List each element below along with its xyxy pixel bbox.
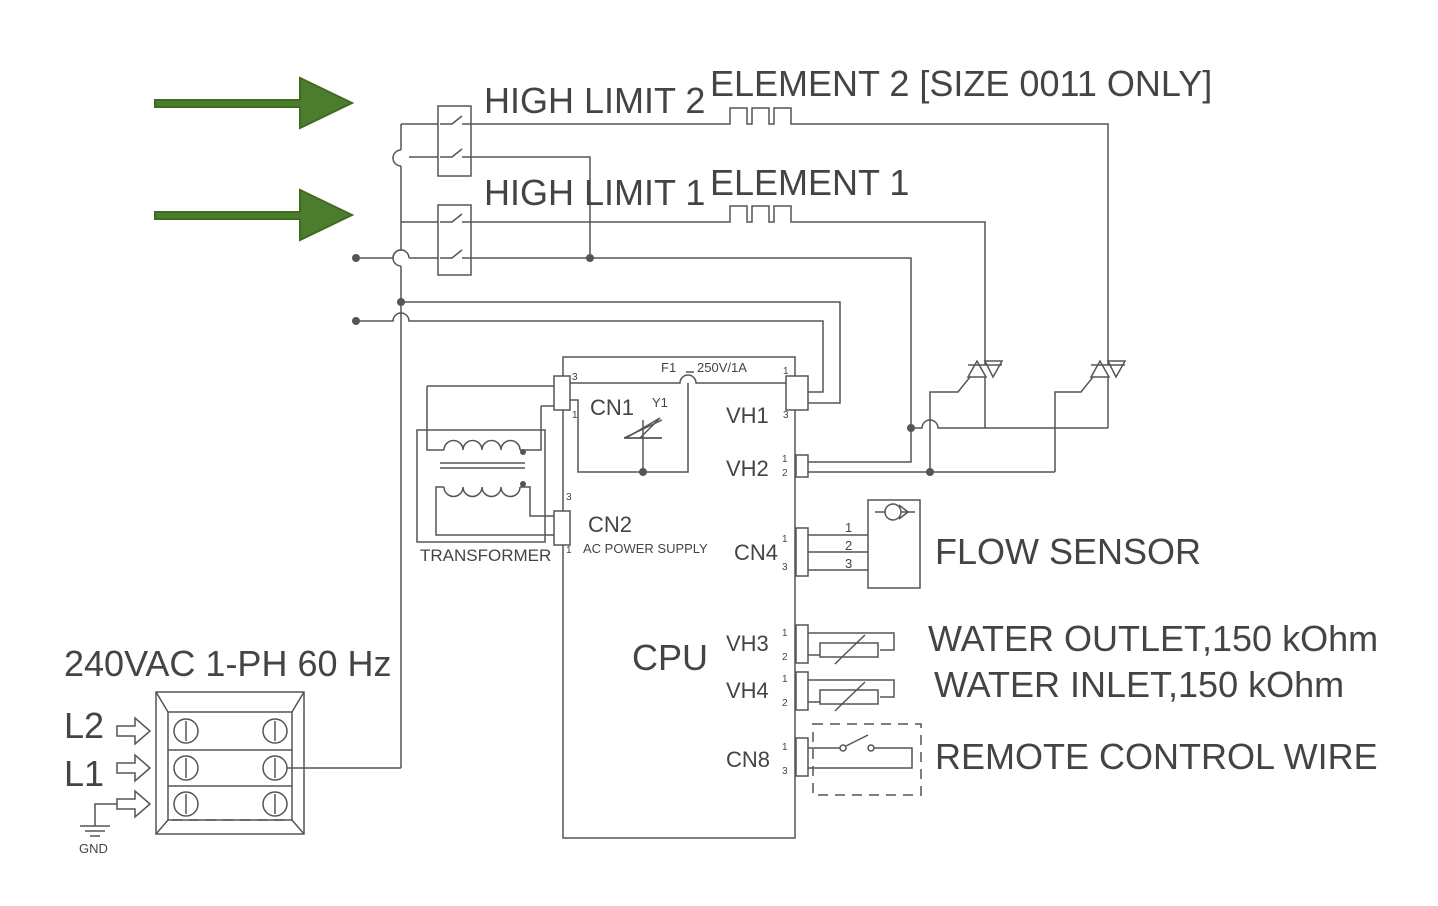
connector-cn4 bbox=[795, 527, 809, 577]
cpu-board bbox=[562, 356, 796, 839]
water-inlet-thermistor bbox=[808, 679, 895, 712]
l2-label: L2 bbox=[64, 705, 104, 746]
highlight-arrow-high-limit-1 bbox=[154, 188, 355, 242]
flow-sensor-icon bbox=[867, 499, 921, 589]
connector-vh3 bbox=[795, 624, 809, 664]
vh1-label: VH1 bbox=[726, 403, 769, 428]
svg-text:1: 1 bbox=[782, 742, 788, 753]
l1-label: L1 bbox=[64, 753, 104, 794]
svg-text:1: 1 bbox=[566, 545, 572, 556]
element-2-label: ELEMENT 2 [SIZE 0011 ONLY] bbox=[710, 63, 1212, 104]
flow-pin-1: 1 bbox=[845, 520, 852, 535]
svg-text:3: 3 bbox=[566, 492, 572, 503]
triac-element-2 bbox=[1054, 359, 1127, 472]
fuse-rating: 250V/1A bbox=[697, 360, 747, 375]
remote-control-label: REMOTE CONTROL WIRE bbox=[935, 736, 1378, 777]
power-supply-label: 240VAC 1-PH 60 Hz bbox=[64, 643, 391, 684]
terminal-block bbox=[155, 691, 305, 835]
remote-control-switch bbox=[808, 723, 922, 796]
l2-input-arrow-icon bbox=[116, 716, 152, 746]
ground-input-arrow-icon bbox=[116, 789, 152, 819]
flow-pin-2: 2 bbox=[845, 538, 852, 553]
transformer-label: TRANSFORMER bbox=[420, 546, 551, 565]
ground-icon bbox=[80, 803, 117, 837]
y1-varistor bbox=[623, 417, 663, 472]
highlight-arrow-high-limit-2 bbox=[154, 76, 355, 130]
cn1-label: CN1 bbox=[590, 395, 634, 420]
svg-text:1: 1 bbox=[783, 366, 789, 377]
y1-label: Y1 bbox=[652, 395, 668, 410]
svg-text:2: 2 bbox=[782, 652, 788, 663]
svg-text:1: 1 bbox=[782, 674, 788, 685]
water-outlet-label: WATER OUTLET,150 kOhm bbox=[928, 618, 1378, 659]
element-2-heater bbox=[716, 107, 803, 125]
cn2-label: CN2 bbox=[588, 512, 632, 537]
cpu-label: CPU bbox=[632, 637, 708, 678]
svg-text:1: 1 bbox=[572, 410, 578, 421]
svg-text:3: 3 bbox=[782, 766, 788, 777]
high-limit-switches bbox=[437, 105, 472, 276]
cn2-description: AC POWER SUPPLY bbox=[583, 541, 708, 556]
connector-top-left bbox=[553, 375, 571, 411]
high-limit-1-label: HIGH LIMIT 1 bbox=[484, 172, 705, 213]
connector-cn2 bbox=[553, 510, 571, 546]
svg-text:2: 2 bbox=[782, 698, 788, 709]
water-outlet-thermistor bbox=[808, 632, 895, 665]
vh4-label: VH4 bbox=[726, 678, 769, 703]
svg-text:3: 3 bbox=[783, 410, 789, 421]
connector-vh2 bbox=[795, 454, 809, 478]
connector-cn8 bbox=[795, 737, 809, 777]
svg-text:3: 3 bbox=[572, 372, 578, 383]
water-inlet-label: WATER INLET,150 kOhm bbox=[934, 664, 1344, 705]
vh2-label: VH2 bbox=[726, 456, 769, 481]
svg-text:1: 1 bbox=[782, 534, 788, 545]
fuse-label: F1 bbox=[661, 360, 676, 375]
svg-text:2: 2 bbox=[782, 468, 788, 479]
flow-sensor-label: FLOW SENSOR bbox=[935, 531, 1201, 572]
triac-element-1 bbox=[929, 359, 1004, 472]
high-limit-2-label: HIGH LIMIT 2 bbox=[484, 80, 705, 121]
element-1-heater bbox=[716, 205, 803, 223]
cn4-label: CN4 bbox=[734, 540, 778, 565]
vh3-label: VH3 bbox=[726, 631, 769, 656]
connector-vh4 bbox=[795, 671, 809, 711]
svg-text:1: 1 bbox=[782, 454, 788, 465]
svg-text:1: 1 bbox=[782, 628, 788, 639]
transformer bbox=[416, 385, 554, 543]
connector-vh1 bbox=[785, 375, 809, 411]
svg-text:3: 3 bbox=[782, 562, 788, 573]
l1-input-arrow-icon bbox=[116, 753, 152, 783]
flow-pin-3: 3 bbox=[845, 556, 852, 571]
element-1-label: ELEMENT 1 bbox=[710, 162, 909, 203]
cn8-label: CN8 bbox=[726, 747, 770, 772]
gnd-label: GND bbox=[79, 841, 108, 856]
